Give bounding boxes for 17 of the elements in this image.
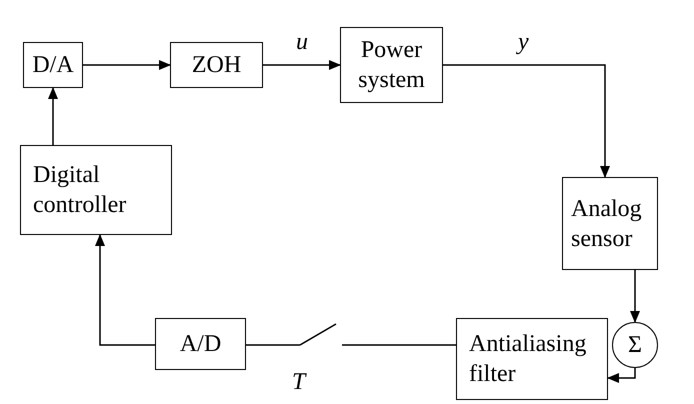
switch-line [246,344,300,346]
block-box: Analog sensor [562,177,658,270]
block-box: Digital controller [20,145,172,235]
block-box: ZOH [170,42,263,88]
arrow [48,87,58,145]
arrow [95,234,155,346]
block-box: D/A [23,42,83,88]
arrow [83,60,171,70]
arrow [607,368,636,383]
arrow [263,60,341,70]
block-box: A/D [155,318,246,370]
sampling-period-label: T [292,370,306,394]
arrow [630,270,640,323]
arrow [443,64,610,178]
switch-line [342,344,456,346]
block-box: Antialiasing filter [456,318,608,400]
block-box: Power system [340,27,443,103]
